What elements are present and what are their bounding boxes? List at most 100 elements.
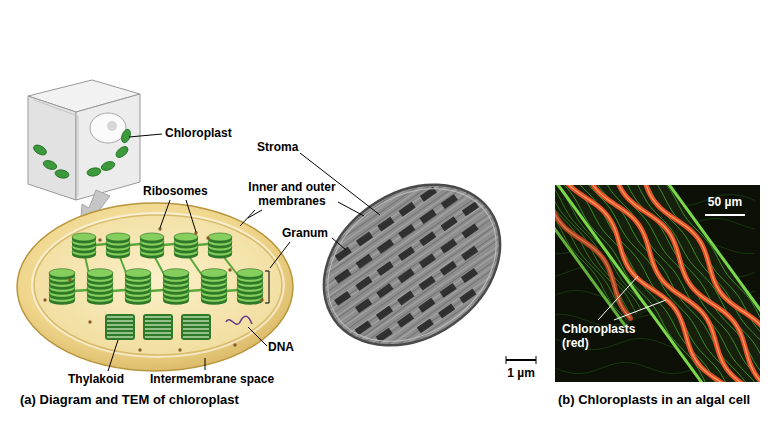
intermembrane-space [31, 212, 285, 358]
scale-label: 50 µm [697, 195, 753, 209]
ribosome [178, 348, 181, 351]
thylakoid-section [145, 336, 171, 337]
granum-stack [106, 233, 130, 259]
granum-stack [140, 233, 164, 259]
thylakoid-section [105, 314, 135, 340]
granum-stack [140, 233, 164, 241]
granum-stack [208, 233, 232, 259]
tem-granum [377, 217, 394, 232]
tem-granum [420, 209, 437, 224]
tem-thylakoid [336, 217, 501, 333]
algal-cell-micrograph [473, 83, 781, 447]
thylakoid-section [183, 324, 209, 325]
tem-thylakoid [327, 203, 491, 318]
leader-line [240, 210, 255, 226]
cell-wall [555, 185, 749, 382]
granum-stack [174, 233, 198, 241]
granum-stack [201, 269, 227, 278]
granum-stack [237, 269, 263, 278]
leader-line [338, 202, 364, 216]
cell-wall [621, 185, 760, 382]
tem-thylakoid [342, 225, 507, 341]
part-label: Intermembrane space [150, 372, 274, 386]
tem-granum [377, 261, 394, 276]
part-label: Thylakoid [68, 372, 124, 386]
tem-thylakoid [358, 248, 523, 364]
tem-granum [397, 291, 414, 306]
ribosome [233, 343, 236, 346]
tem-thylakoid [324, 199, 489, 315]
thylakoid-section [183, 328, 209, 329]
thylakoid-section [107, 316, 133, 317]
tem-granum [334, 291, 351, 306]
nucleolus [107, 121, 117, 131]
scale-label: 1 µm [500, 366, 542, 380]
tem-granum [355, 276, 372, 291]
cytoplasm-mesh [587, 185, 760, 382]
tem-thylakoid [357, 246, 521, 361]
tem-granum [398, 224, 415, 239]
granum-stack [163, 269, 189, 278]
panel-caption: (b) Chloroplasts in an algal cell [558, 392, 766, 408]
part-label: Granum [282, 226, 328, 240]
cytoplasm-mesh [593, 185, 760, 382]
chloroplast-icon [54, 169, 69, 179]
tem-granum [461, 224, 478, 239]
tem-granum [462, 201, 479, 216]
tem-granum [419, 253, 436, 268]
tem-granum [419, 276, 436, 291]
leader-line [129, 134, 162, 137]
scale-bar [506, 356, 507, 364]
chloroplast-ribbon [572, 185, 760, 382]
tem-thylakoid [334, 214, 499, 330]
chloroplast-icon [42, 159, 58, 171]
tem-granum [397, 313, 414, 328]
scale-bar [506, 356, 536, 364]
thylakoid-section [183, 332, 209, 333]
cell-wall [76, 94, 140, 200]
chloroplast-ribbon [555, 185, 760, 382]
tem-granum [441, 194, 458, 209]
algal-cell [555, 185, 760, 382]
nucleus [90, 113, 126, 143]
chloroplast-icon [86, 167, 101, 177]
granum-stack [201, 269, 227, 305]
algal-cell [555, 185, 760, 382]
thylakoid-section [107, 336, 133, 337]
tem-granum [419, 231, 436, 246]
chloroplast-ribbon [555, 185, 760, 382]
granum-stack [72, 233, 96, 259]
tem-granum [377, 239, 394, 254]
tem-granum [398, 268, 415, 283]
tem-granum [418, 298, 435, 313]
tem-thylakoid [352, 240, 517, 356]
thylakoid-section [181, 314, 211, 340]
granum-stack [49, 269, 75, 305]
thylakoid-section [183, 316, 209, 317]
leader-line [248, 327, 267, 346]
tem-granum [440, 261, 457, 276]
tem-granum [376, 283, 393, 298]
cell-wall [28, 96, 76, 200]
chloroplast-diagram [17, 203, 293, 371]
thylakoid-section [145, 320, 171, 321]
leader-line [205, 358, 206, 370]
thylakoid-section [107, 320, 133, 321]
cytoplasm-mesh [562, 185, 760, 382]
tem-granum [356, 254, 373, 269]
thylakoid-section [143, 314, 173, 340]
thylakoid-section [183, 320, 209, 321]
granum-stack [125, 269, 151, 305]
leader-lines [108, 134, 536, 371]
granum-stack [72, 233, 96, 241]
tem-granum [461, 268, 478, 283]
chloroplast-ribbon [572, 185, 760, 382]
stroma-lamella [62, 243, 250, 292]
thylakoid-section [105, 314, 135, 340]
part-label: Chloroplasts (red) [562, 322, 646, 351]
tem-thylakoid [339, 220, 503, 335]
granum-stack [87, 269, 113, 278]
outer-membrane [17, 203, 293, 371]
leader-line [108, 340, 118, 371]
